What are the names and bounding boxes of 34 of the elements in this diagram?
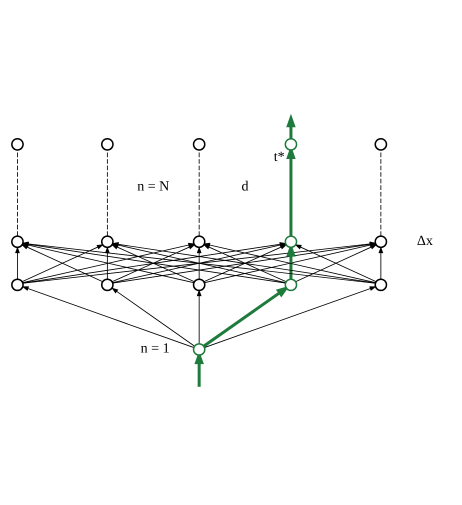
node-circle bbox=[374, 235, 388, 248]
arrow bbox=[196, 246, 202, 280]
node-circle bbox=[192, 138, 206, 151]
connector bbox=[198, 150, 200, 236]
node-circle bbox=[192, 235, 206, 248]
arrow bbox=[204, 286, 376, 348]
node-circle bbox=[192, 343, 206, 356]
arrow bbox=[202, 286, 290, 348]
node-circle bbox=[101, 278, 114, 292]
node-circle bbox=[11, 235, 24, 248]
connector bbox=[17, 150, 18, 236]
label: d bbox=[242, 178, 249, 195]
node-circle bbox=[11, 138, 24, 151]
arrow bbox=[378, 246, 384, 280]
arrow bbox=[111, 288, 195, 347]
node-circle bbox=[101, 235, 114, 248]
arrow bbox=[15, 246, 20, 280]
label: n = 1 bbox=[140, 340, 170, 357]
node-circle bbox=[101, 138, 114, 151]
node-circle bbox=[284, 138, 298, 151]
label: n = N bbox=[137, 178, 170, 195]
arrow bbox=[22, 286, 194, 348]
connector bbox=[380, 150, 382, 236]
node-circle bbox=[284, 235, 298, 248]
node-circle bbox=[284, 278, 298, 292]
node-circle bbox=[374, 278, 388, 292]
node-label: t* bbox=[274, 149, 285, 166]
node-circle bbox=[11, 278, 24, 292]
label: Δx bbox=[416, 233, 433, 250]
arrow bbox=[196, 289, 202, 344]
node-circle bbox=[374, 138, 388, 151]
arrow bbox=[286, 114, 296, 138]
connector bbox=[106, 150, 108, 236]
node-circle bbox=[192, 278, 206, 292]
